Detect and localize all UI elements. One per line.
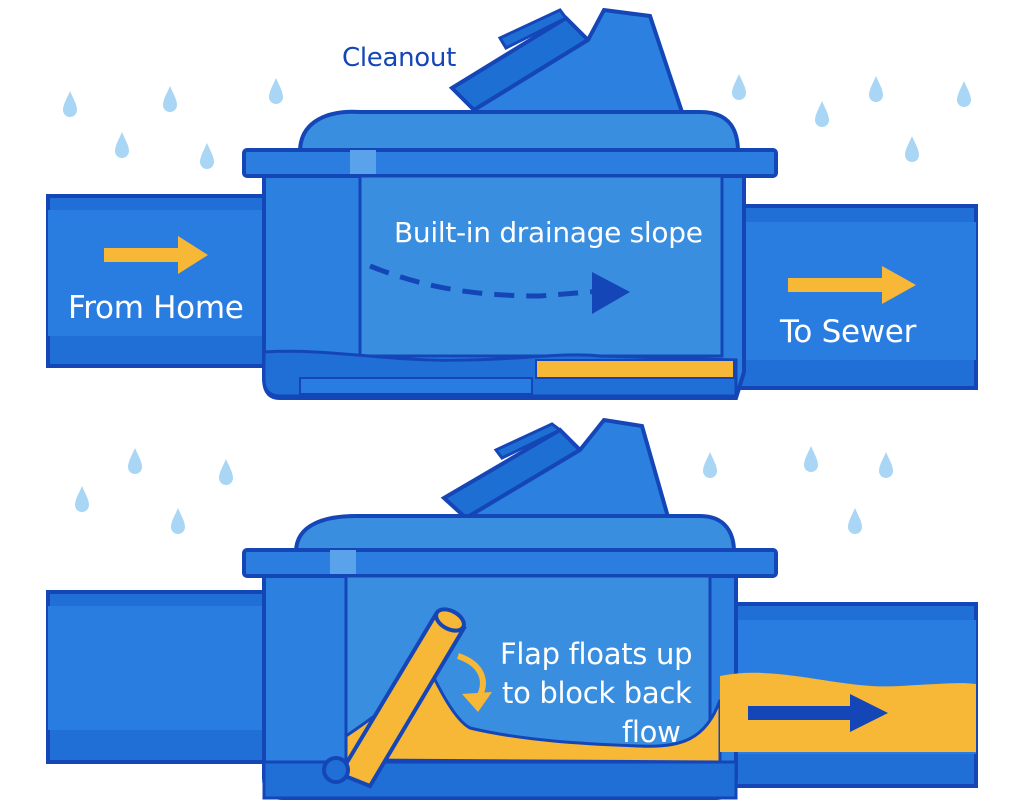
rain-drop-icon	[815, 101, 829, 127]
valve-chamber	[358, 174, 724, 358]
slope-label: Built-in drainage slope	[394, 216, 703, 249]
flap-label-line-3: flow	[622, 715, 681, 749]
rain-drop-icon	[200, 143, 214, 169]
rain-drop-icon	[75, 486, 89, 512]
lid-flange	[242, 548, 778, 578]
slope-arrow	[369, 263, 615, 299]
rain-drop-icon	[869, 76, 883, 102]
cleanout-cap	[448, 7, 687, 125]
cleanout-cap	[440, 417, 673, 531]
hinge-icon	[322, 756, 350, 784]
cleanout-label: Cleanout	[342, 43, 456, 73]
flap-label-line-1: Flap floats up	[500, 637, 692, 671]
rain-drop-icon	[905, 136, 919, 162]
flow-arrow-icon	[104, 236, 208, 274]
rain-drop-icon	[957, 81, 971, 107]
rain-drop-icon	[269, 78, 283, 104]
inlet-pipe-interior	[48, 210, 270, 336]
water-residue	[535, 359, 735, 379]
valve-lid	[293, 514, 737, 554]
curved-arrow-icon	[456, 653, 492, 712]
floating-flap	[322, 607, 467, 789]
rain-drop-icon	[171, 508, 185, 534]
rain-drop-icon	[63, 91, 77, 117]
top-valve: Cleanout Built-in drainage slope From Ho…	[46, 7, 978, 400]
inlet-pipe-interior	[48, 606, 270, 730]
rain-drop-icon	[848, 508, 862, 534]
slope-arrow-head	[592, 272, 630, 314]
rain-drop-icon	[804, 446, 818, 472]
from-home-label: From Home	[68, 290, 244, 326]
flap-label-line-2: to block back	[502, 676, 692, 710]
rain-drop-icon	[115, 132, 129, 158]
to-sewer-label: To Sewer	[779, 314, 917, 350]
rain-drop-icon	[128, 448, 142, 474]
lid-latch	[330, 550, 356, 576]
rain-drop-icon	[703, 452, 717, 478]
valve-lid	[297, 109, 741, 154]
lid-flange	[242, 148, 778, 178]
rain-drop-icon	[163, 86, 177, 112]
lid-latch	[350, 150, 376, 176]
rain-drop-icon	[732, 74, 746, 100]
valve-floor	[262, 760, 738, 800]
rain-drop-icon	[879, 452, 893, 478]
flow-arrow-icon	[748, 694, 888, 732]
flow-arrow-icon	[788, 266, 916, 304]
bottom-valve: Flap floats up to block back flow	[46, 417, 978, 800]
rain-drop-icon	[219, 459, 233, 485]
